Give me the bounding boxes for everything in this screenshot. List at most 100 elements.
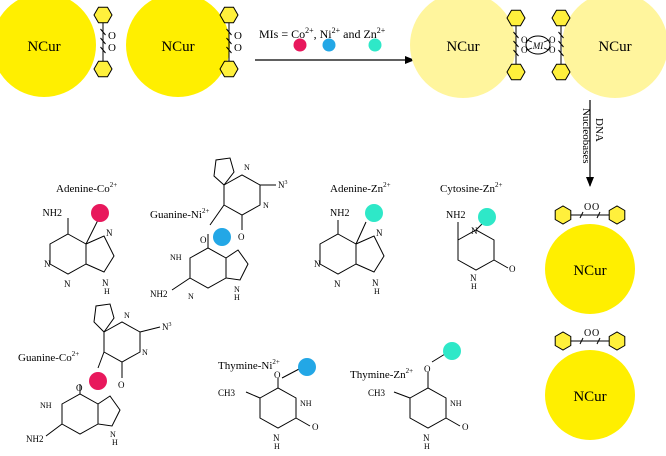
ncur-label: NCur xyxy=(573,389,606,405)
adenine-co-complex: Adenine-Co2+ NH2 N N N N H xyxy=(43,181,118,296)
cobalt-ion-icon xyxy=(293,38,307,52)
svg-text:Adenine-Zn2+: Adenine-Zn2+ xyxy=(330,181,391,195)
atom-n: N xyxy=(471,226,478,236)
svg-text:N: N xyxy=(110,430,116,439)
atom-nh: NH xyxy=(170,253,182,262)
atom-h: H xyxy=(112,438,118,447)
svg-text:N3: N3 xyxy=(278,180,288,190)
ncur-particle-3: NCur xyxy=(410,0,516,98)
svg-text:MIs = Co2+, Ni2+ and Zn2+: MIs = Co2+, Ni2+ and Zn2+ xyxy=(259,26,386,41)
atom-n: N xyxy=(376,228,383,238)
atom-o: O xyxy=(108,30,116,42)
dna-nucleobases-label: DNA Nucleobases xyxy=(580,108,605,164)
metal-bridge: MI O O O O xyxy=(507,10,570,80)
svg-text:N: N xyxy=(102,278,109,288)
atom-h: H xyxy=(424,442,430,451)
dna-label: DNA xyxy=(593,118,605,142)
atom-o: O xyxy=(108,42,116,54)
atom-n: N xyxy=(273,433,280,443)
atom-o: O xyxy=(118,380,125,390)
svg-text:NH2: NH2 xyxy=(43,208,62,219)
svg-text:Thymine-Zn2+: Thymine-Zn2+ xyxy=(350,367,413,381)
ncur-label: NCur xyxy=(446,39,479,55)
guanine-ni-complex: Guanine-Ni2+ N3 O O N N NH N N H NH2 xyxy=(150,157,288,302)
svg-text:Adenine-Co2+: Adenine-Co2+ xyxy=(56,181,117,195)
ncur-particle-4: NCur xyxy=(562,0,666,98)
svg-text:Guanine-Ni2+: Guanine-Ni2+ xyxy=(150,207,209,221)
atom-o: O xyxy=(521,35,528,45)
svg-text:NH2: NH2 xyxy=(150,289,168,299)
atom-n: N xyxy=(470,273,477,283)
svg-text:NH2: NH2 xyxy=(330,208,349,219)
atom-n: N xyxy=(188,292,194,301)
ncur-label: NCur xyxy=(598,39,631,55)
svg-text:NH2: NH2 xyxy=(446,210,465,221)
nickel-ion-icon xyxy=(298,358,316,376)
thymine-zn-complex: Thymine-Zn2+ O CH3 NH N H O xyxy=(350,342,469,451)
atom-o: O xyxy=(592,202,599,213)
cytosine-zn-complex: Cytosine-Zn2+ NH2 N N H O xyxy=(440,181,516,291)
svg-text:CH3: CH3 xyxy=(218,388,236,398)
metal-label: MI xyxy=(532,41,544,51)
atom-n: N xyxy=(142,348,148,357)
ncur-particle-6: NCur O O xyxy=(545,328,635,440)
cobalt-ion-icon xyxy=(89,372,107,390)
zinc-ion-icon xyxy=(368,38,382,52)
atom-h: H xyxy=(104,287,110,296)
thymine-ni-complex: Thymine-Ni2+ O CH3 NH N H O xyxy=(218,358,319,451)
atom-o: O xyxy=(584,328,591,339)
atom-n: N xyxy=(64,279,71,289)
adenine-zn-complex: Adenine-Zn2+ NH2 N N N N H xyxy=(314,181,391,296)
nickel-ion-icon xyxy=(213,228,231,246)
atom-h: H xyxy=(471,282,477,291)
ncur-particle-1: NCur xyxy=(0,0,96,97)
atom-o: O xyxy=(238,232,245,242)
atom-n: N xyxy=(124,311,130,320)
atom-o: O xyxy=(274,370,281,380)
svg-text:N3: N3 xyxy=(162,322,172,332)
reaction-label: MIs = Co2+, Ni2+ and Zn2+ xyxy=(259,26,386,52)
ncur-label: NCur xyxy=(161,39,194,55)
ncur-label: NCur xyxy=(27,39,60,55)
atom-n: N xyxy=(314,259,321,269)
atom-h: H xyxy=(374,287,380,296)
svg-text:CH3: CH3 xyxy=(368,388,386,398)
atom-o: O xyxy=(509,264,516,274)
atom-n: N xyxy=(44,259,51,269)
zinc-ion-icon xyxy=(443,342,461,360)
atom-o: O xyxy=(312,422,319,432)
nickel-ion-icon xyxy=(322,38,336,52)
svg-text:N: N xyxy=(372,278,379,288)
guanine-co-complex: Guanine-Co2+ N3 O O N N NH NH2 N H xyxy=(18,303,172,447)
atom-n: N xyxy=(244,163,250,172)
curcumin-chain-2: O O xyxy=(220,7,242,77)
atom-o: O xyxy=(521,45,528,55)
svg-text:NH2: NH2 xyxy=(26,434,44,444)
atom-o: O xyxy=(592,328,599,339)
atom-h: H xyxy=(274,442,280,451)
atom-n: N xyxy=(106,228,113,238)
ncur-particle-5: NCur O O xyxy=(545,202,635,314)
atom-o: O xyxy=(424,364,431,374)
atom-n: N xyxy=(263,201,269,210)
svg-text:Guanine-Co2+: Guanine-Co2+ xyxy=(18,350,79,364)
atom-o: O xyxy=(549,35,556,45)
nucleobases-label: Nucleobases xyxy=(580,108,592,164)
svg-text:Cytosine-Zn2+: Cytosine-Zn2+ xyxy=(440,181,503,195)
atom-n: N xyxy=(334,279,341,289)
ncur-label: NCur xyxy=(573,263,606,279)
atom-nh: NH xyxy=(450,399,462,408)
atom-o: O xyxy=(549,45,556,55)
svg-text:Thymine-Ni2+: Thymine-Ni2+ xyxy=(218,358,280,372)
atom-o: O xyxy=(462,422,469,432)
atom-h: H xyxy=(234,293,240,302)
svg-text:N: N xyxy=(234,285,240,294)
zinc-ion-icon xyxy=(478,208,496,226)
atom-o: O xyxy=(234,42,242,54)
atom-o: O xyxy=(76,383,83,393)
atom-o: O xyxy=(200,235,207,245)
ncur-particle-2: NCur xyxy=(126,0,230,97)
atom-nh: NH xyxy=(40,401,52,410)
atom-n: N xyxy=(423,433,430,443)
